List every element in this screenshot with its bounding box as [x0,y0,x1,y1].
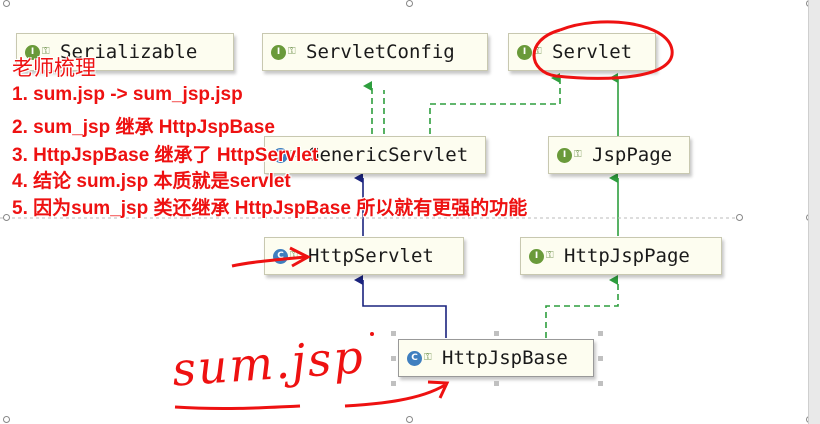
selection-handle[interactable] [391,356,396,361]
annotation-line-3: 3. HttpJspBase 继承了 HttpServlet [12,145,319,166]
annotation-line-2: 2. sum_jsp 继承 HttpJspBase [12,117,275,138]
lock-icon: ⚿ [546,250,554,261]
node-label: HttpServlet [308,245,434,267]
node-httpjsppage[interactable]: I ⚿ HttpJspPage [520,237,722,275]
selection-handle[interactable] [598,331,603,336]
edge-genericservlet-servlet [429,73,561,134]
selection-handle[interactable] [494,331,499,336]
interface-icon: I [557,147,572,163]
annotation-line-4: 4. 结论 sum.jsp 本质就是servlet [12,171,291,192]
selection-handle[interactable] [391,381,396,386]
interface-icon: I [25,44,40,60]
node-label: HttpJspBase [442,347,568,369]
interface-icon: I [271,44,286,60]
lock-icon: ⚿ [574,149,582,160]
arrow-mark-2 [344,383,446,408]
lock-icon: ⚿ [42,46,50,57]
lock-icon: ⚿ [534,46,542,57]
node-label: GenericServlet [308,144,469,166]
node-label: Servlet [552,41,633,63]
lock-icon: ⚿ [290,250,298,261]
edge-httpjspbase-httpservlet [354,275,447,338]
node-servletconfig[interactable]: I ⚿ ServletConfig [262,33,488,71]
circle-mark [532,20,674,80]
node-httpservlet[interactable]: C ⚿ HttpServlet [264,237,464,275]
selection-handle[interactable] [598,381,603,386]
node-jsppage[interactable]: I ⚿ JspPage [548,136,690,174]
annotation-title: 老师梳理 [12,57,96,80]
underline-mark [174,404,301,411]
node-httpjspbase[interactable]: C ⚿ HttpJspBase [398,339,594,377]
lock-icon: ⚿ [288,46,296,57]
arrow-mark-head [289,246,312,268]
node-label: ServletConfig [306,41,455,63]
lock-icon: ⚿ [424,352,432,363]
interface-icon: I [529,248,544,264]
resize-handle[interactable] [736,214,743,221]
annotation-line-5: 5. 因为sum_jsp 类还继承 HttpJspBase 所以就有更强的功能 [12,198,528,219]
selection-handle[interactable] [598,356,603,361]
resize-handle[interactable] [3,416,10,423]
resize-handle[interactable] [3,0,10,7]
node-label: HttpJspPage [564,245,690,267]
selection-handle[interactable] [494,381,499,386]
abstract-class-icon: C [273,147,288,163]
selection-handle[interactable] [391,331,396,336]
abstract-class-icon: C [407,350,422,366]
node-genericservlet[interactable]: C ⚿ GenericServlet [264,136,486,174]
arrow-mark-2-head [427,380,450,399]
node-label: Serializable [60,41,198,63]
annotation-line-1: 1. sum.jsp -> sum_jsp.jsp [12,84,243,105]
resize-handle[interactable] [3,214,10,221]
resize-handle[interactable] [406,0,413,7]
node-serializable[interactable]: I ⚿ Serializable [16,33,234,71]
node-servlet[interactable]: I ⚿ Servlet [508,33,656,71]
edge-httpjspbase-httpjsppage [545,275,619,338]
window-border [808,0,820,424]
interface-icon: I [517,44,532,60]
node-label: JspPage [592,144,673,166]
arrow-mark [231,255,306,268]
resize-handle[interactable] [406,416,413,423]
lock-icon: ⚿ [290,149,298,160]
